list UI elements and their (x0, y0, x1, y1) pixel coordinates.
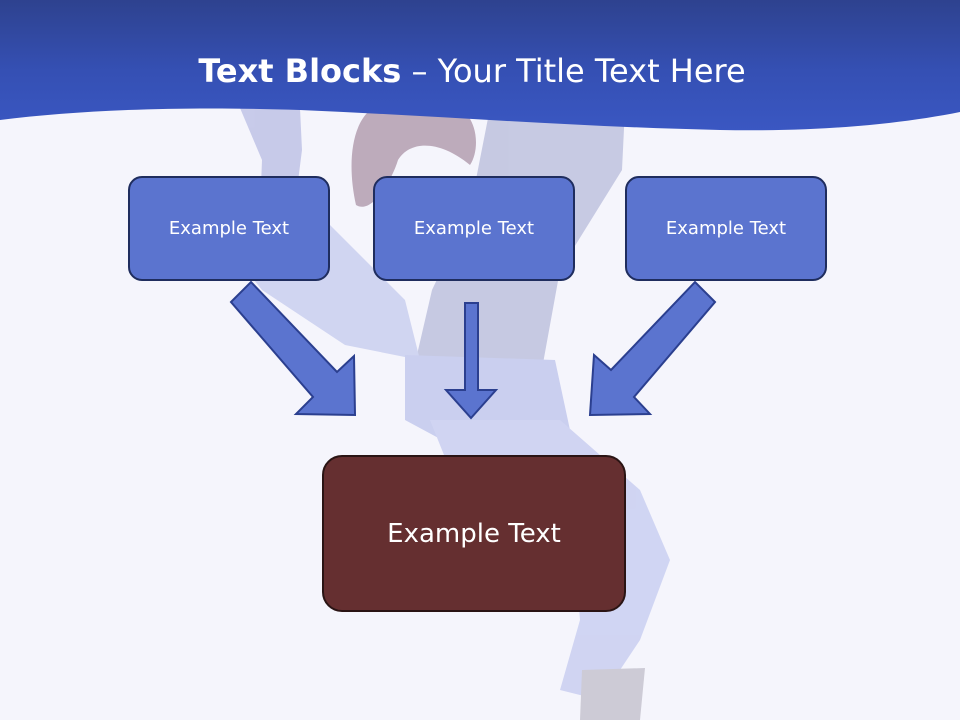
text-block-right-label: Example Text (665, 218, 787, 239)
slide-title: Text Blocks – Your Title Text Here (0, 52, 944, 90)
arrow-right (588, 280, 717, 417)
text-block-left: Example Text (128, 176, 330, 281)
title-rest: Your Title Text Here (437, 52, 746, 90)
title-bold: Text Blocks (198, 52, 402, 90)
text-block-center-label: Example Text (413, 218, 535, 239)
arrow-center (443, 302, 499, 420)
title-dash: – (411, 52, 428, 90)
text-block-center: Example Text (373, 176, 575, 281)
text-block-left-label: Example Text (168, 218, 290, 239)
text-block-bottom: Example Text (322, 455, 626, 612)
arrow-left (229, 280, 357, 417)
text-block-right: Example Text (625, 176, 827, 281)
text-block-bottom-label: Example Text (387, 518, 561, 549)
header-band (0, 0, 960, 131)
